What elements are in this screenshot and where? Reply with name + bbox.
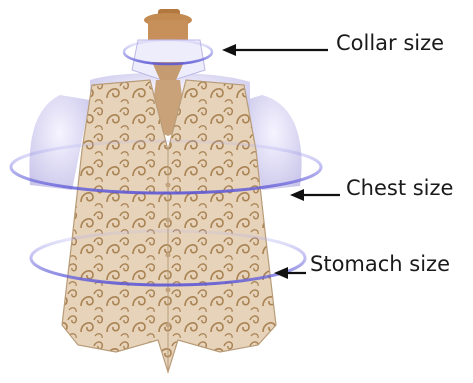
collar-size-label: Collar size: [336, 31, 444, 55]
chest-size-label: Chest size: [346, 176, 453, 200]
stomach-size-label: Stomach size: [310, 252, 450, 276]
mannequin-top: [144, 9, 192, 42]
chest-arrow: [290, 189, 340, 201]
collar-arrow: [222, 44, 328, 56]
